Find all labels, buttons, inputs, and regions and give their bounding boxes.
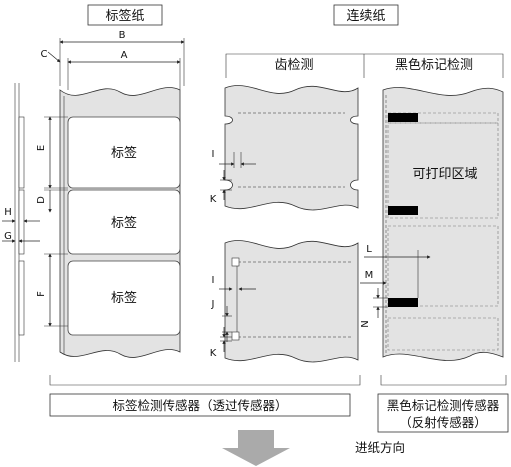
black-mark-sensor-caption: 黑色标记检测传感器 （反射传感器） [377, 393, 509, 433]
feed-direction-arrow [222, 430, 290, 466]
black-mark-title: 黑色标记检测 [395, 57, 473, 73]
dim-l: L [366, 244, 372, 255]
printable-area-text: 可打印区域 [412, 167, 477, 182]
black-mark-3 [388, 298, 418, 307]
dim-c: C [41, 49, 48, 60]
label-3-text: 标签 [111, 290, 137, 306]
feed-direction-text: 进纸方向 [355, 440, 405, 455]
dim-i-bottom: I [212, 275, 215, 286]
label-paper-title: 标签纸 [105, 8, 144, 24]
gap-sheet-bottom [224, 240, 359, 363]
dim-i-top: I [212, 149, 215, 160]
gap-sheet-top [224, 85, 359, 211]
label-sensor-text: 标签检测传感器（透过传感器） [112, 398, 287, 413]
dim-f: F [36, 291, 47, 297]
label-sensor-caption: 标签检测传感器（透过传感器） [49, 393, 351, 417]
dim-h: H [4, 207, 12, 218]
gap-detection-title: 齿检测 [274, 58, 313, 73]
dim-k-top: K [210, 194, 217, 205]
label-2: 标签 [67, 189, 181, 255]
dim-j: J [211, 299, 215, 310]
dim-n: N [360, 320, 371, 327]
continuous-paper-title: 连续纸 [346, 8, 385, 24]
label-side-view [14, 83, 25, 362]
black-mark-sensor-line1: 黑色标记检测传感器 [387, 398, 500, 413]
dim-a: A [121, 50, 128, 61]
dim-k-bottom: K [210, 348, 217, 359]
label-paper-header: 标签纸 [87, 4, 163, 26]
black-mark-2 [388, 206, 418, 215]
black-mark-sensor-line2: （反射传感器） [399, 415, 487, 430]
label-1: 标签 [67, 116, 181, 189]
dim-e: E [36, 145, 47, 151]
label-2-text: 标签 [111, 215, 137, 231]
dim-g: G [4, 231, 12, 242]
dim-m: M [365, 270, 374, 281]
continuous-paper-header: 连续纸 [333, 4, 399, 26]
label-3: 标签 [67, 260, 181, 336]
label-1-text: 标签 [111, 145, 137, 161]
black-mark-sheet [382, 87, 504, 361]
dim-d: D [36, 196, 47, 204]
dim-b: B [119, 30, 126, 41]
black-mark-1 [388, 113, 418, 122]
